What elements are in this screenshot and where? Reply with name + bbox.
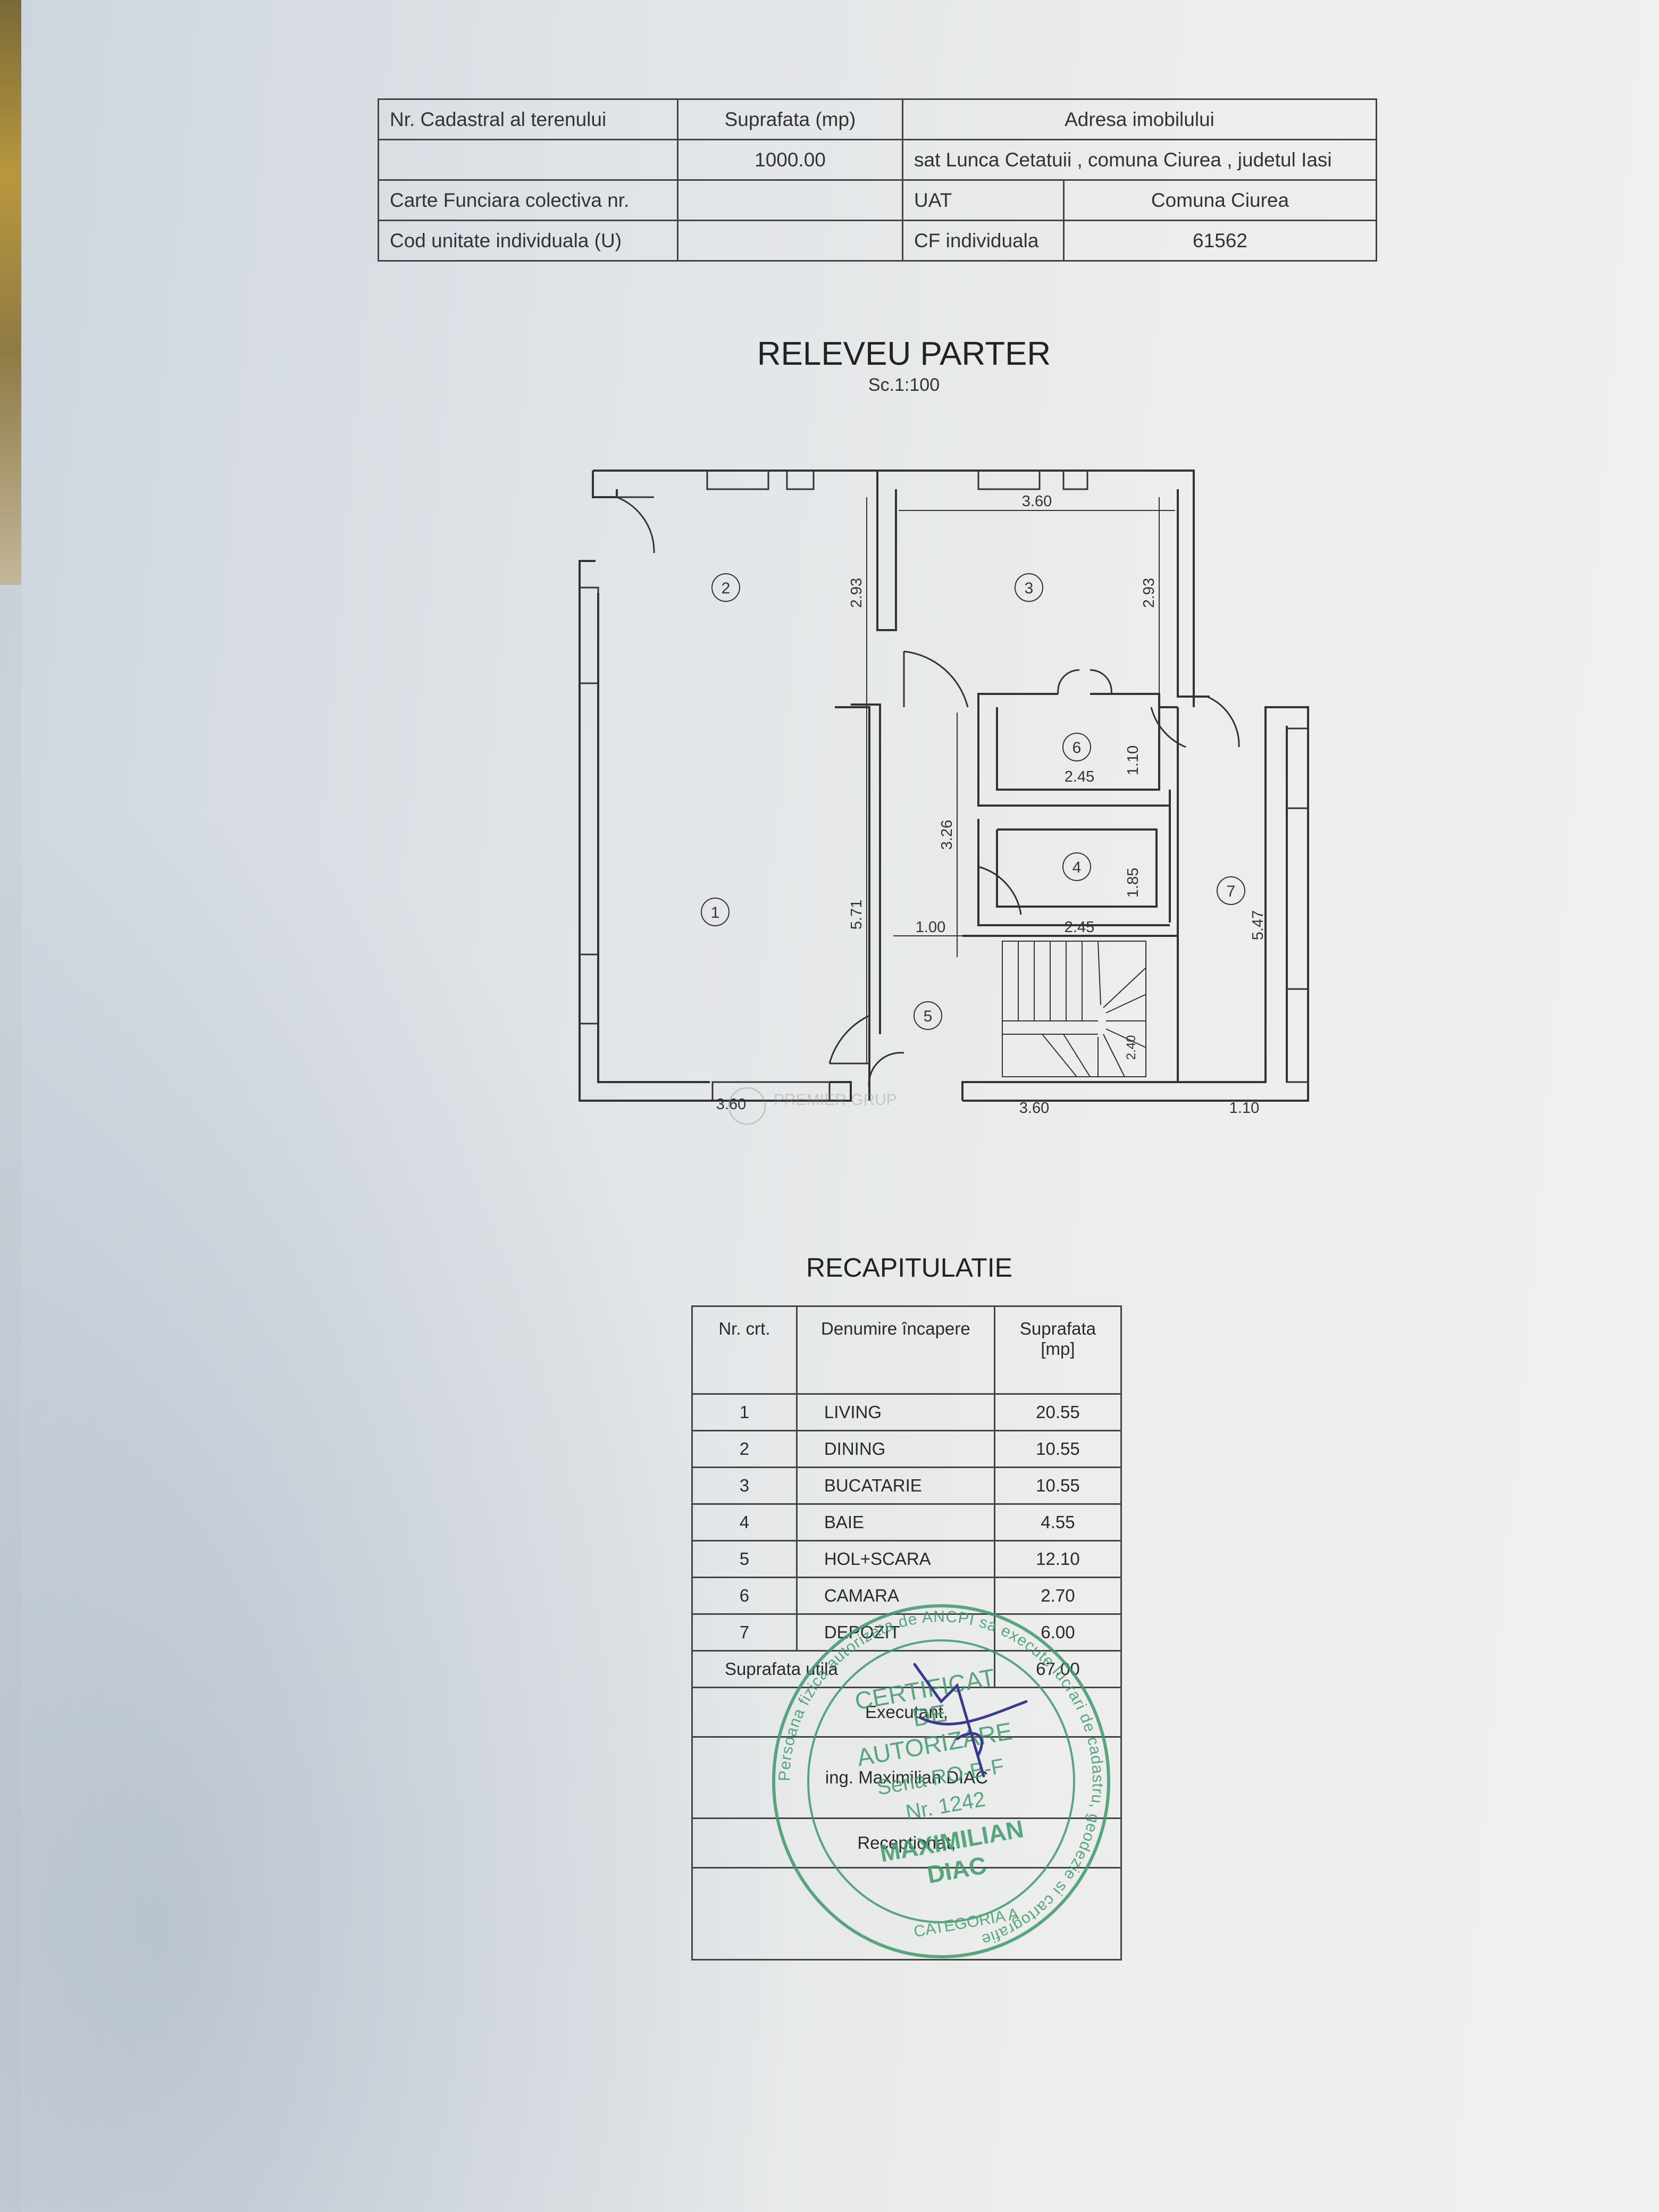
- col-name-header: Denumire încapere: [795, 1305, 995, 1395]
- watermark-text: PREMIER GRUP: [774, 1091, 897, 1109]
- row-area: 4.55: [993, 1503, 1122, 1541]
- row-nr: 5: [691, 1540, 798, 1578]
- recap-title: RECAPITULATIE: [806, 1253, 1013, 1283]
- interior-walls: [835, 471, 1179, 1101]
- cf-individuala-label: CF individuala: [902, 220, 1065, 262]
- dim-living-width: 3.60: [716, 1096, 746, 1113]
- cf-individuala-value: 61562: [1063, 220, 1377, 262]
- row-area: 6.00: [993, 1613, 1122, 1652]
- row-area: 10.55: [993, 1430, 1122, 1468]
- dim-room4-width: 2.45: [1065, 919, 1094, 936]
- nr-cadastral-label: Nr. Cadastral al terenului: [378, 98, 678, 140]
- uat-value: Comuna Ciurea: [1063, 179, 1377, 221]
- suprafata-label: Suprafata (mp): [677, 98, 903, 140]
- dim-room6-height: 1.10: [1125, 745, 1142, 775]
- row-nr: 3: [691, 1467, 798, 1505]
- row-nr: 2: [691, 1430, 798, 1468]
- room-labels: 2 3 1 6 4 5 7: [701, 573, 1245, 1030]
- background-object: [0, 0, 23, 585]
- executant-label: Executant,: [691, 1687, 1122, 1738]
- nr-cadastral-value: [378, 139, 678, 181]
- dimension-labels: 3.60 2.93 2.93 2.45 1.10 3.26 1.85 1.00 …: [716, 493, 1267, 1117]
- room-number: 6: [1073, 739, 1082, 757]
- row-nr: 7: [691, 1613, 798, 1652]
- dim-room7-height: 5.47: [1250, 910, 1267, 940]
- shadow: [0, 798, 798, 2212]
- row-name: DEPOZIT: [795, 1613, 995, 1652]
- staircase: [1002, 941, 1146, 1077]
- certification-stamp: Persoana fizica autorizata de ANCPI sa e…: [772, 1604, 1110, 1958]
- dim-room2-height: 2.93: [848, 578, 865, 608]
- suprafata-value: 1000.00: [677, 139, 903, 181]
- row-name: HOL+SCARA: [795, 1540, 995, 1578]
- executant-row: Executant,: [691, 1687, 1122, 1738]
- cadastral-header-table: Nr. Cadastral al terenului Suprafata (mp…: [378, 98, 1377, 262]
- room-number: 3: [1025, 580, 1034, 597]
- uat-label: UAT: [902, 179, 1065, 221]
- floor-plan: 2 3 1 6 4 5 7 3.60 2.93 2.93 2.45 1.10 3…: [579, 470, 1309, 1125]
- row-name: DINING: [795, 1430, 995, 1468]
- row-nr: 4: [691, 1503, 798, 1541]
- cod-unitate-value: [677, 220, 903, 262]
- dim-stair-width: 3.60: [1019, 1100, 1049, 1117]
- stamp-line2: DE: [910, 1699, 949, 1732]
- dim-living-height: 5.71: [848, 900, 865, 929]
- row-nr: 1: [691, 1393, 798, 1431]
- cod-unitate-label: Cod unitate individuala (U): [378, 220, 678, 262]
- room-number: 4: [1073, 859, 1082, 876]
- outer-walls: [579, 470, 1309, 1102]
- row-area: 10.55: [993, 1467, 1122, 1505]
- total-label: Suprafata utila: [691, 1650, 995, 1688]
- col-nr-header: Nr. crt.: [691, 1305, 798, 1395]
- row-area: 2.70: [993, 1577, 1122, 1615]
- executant-name: ing. Maximilian DIAC: [691, 1736, 1122, 1819]
- room-number: 2: [722, 580, 731, 597]
- room-number: 5: [924, 1008, 933, 1025]
- plan-title-block: RELEVEU PARTER Sc.1:100: [739, 335, 1069, 396]
- carte-funciara-label: Carte Funciara colectiva nr.: [378, 179, 678, 221]
- dim-room3-height: 2.93: [1141, 578, 1158, 608]
- row-name: BAIE: [795, 1503, 995, 1541]
- signature: [913, 1663, 1028, 1778]
- dim-hall-height: 3.26: [939, 820, 956, 850]
- dim-stair: 2.40: [1124, 1035, 1138, 1060]
- row-nr: 6: [691, 1577, 798, 1615]
- row-name: BUCATARIE: [795, 1467, 995, 1505]
- executant-name-row: ing. Maximilian DIAC: [691, 1736, 1122, 1819]
- receptionat-label: Receptionat,: [691, 1817, 1122, 1869]
- room-number: 7: [1227, 883, 1236, 900]
- doors: [616, 496, 1240, 1091]
- dim-hall-width: 1.00: [916, 919, 945, 936]
- row-area: 12.10: [993, 1540, 1122, 1578]
- dim-room6-width: 2.45: [1065, 768, 1094, 785]
- receptionat-row: Receptionat,: [691, 1817, 1122, 1869]
- dim-room7-width: 1.10: [1229, 1100, 1259, 1117]
- adresa-value: sat Lunca Cetatuii , comuna Ciurea , jud…: [902, 139, 1377, 181]
- room-number: 1: [711, 904, 720, 921]
- plan-title: RELEVEU PARTER: [757, 336, 1051, 372]
- dim-room4-height: 1.85: [1125, 868, 1142, 898]
- dimension-lines: [866, 497, 1175, 1063]
- recap-table: Nr. crt. Denumire încapere Suprafata [mp…: [691, 1305, 1122, 1960]
- col-area-header: Suprafata [mp]: [993, 1305, 1122, 1395]
- plan-scale: Sc.1:100: [868, 375, 940, 395]
- windows: [579, 470, 1309, 1102]
- carte-funciara-value: [677, 179, 903, 221]
- watermark: PREMIER GRUP: [728, 1087, 897, 1125]
- dim-room3-width: 3.60: [1022, 493, 1052, 510]
- row-name: LIVING: [795, 1393, 995, 1431]
- adresa-label: Adresa imobilului: [902, 98, 1377, 140]
- row-area: 20.55: [993, 1393, 1122, 1431]
